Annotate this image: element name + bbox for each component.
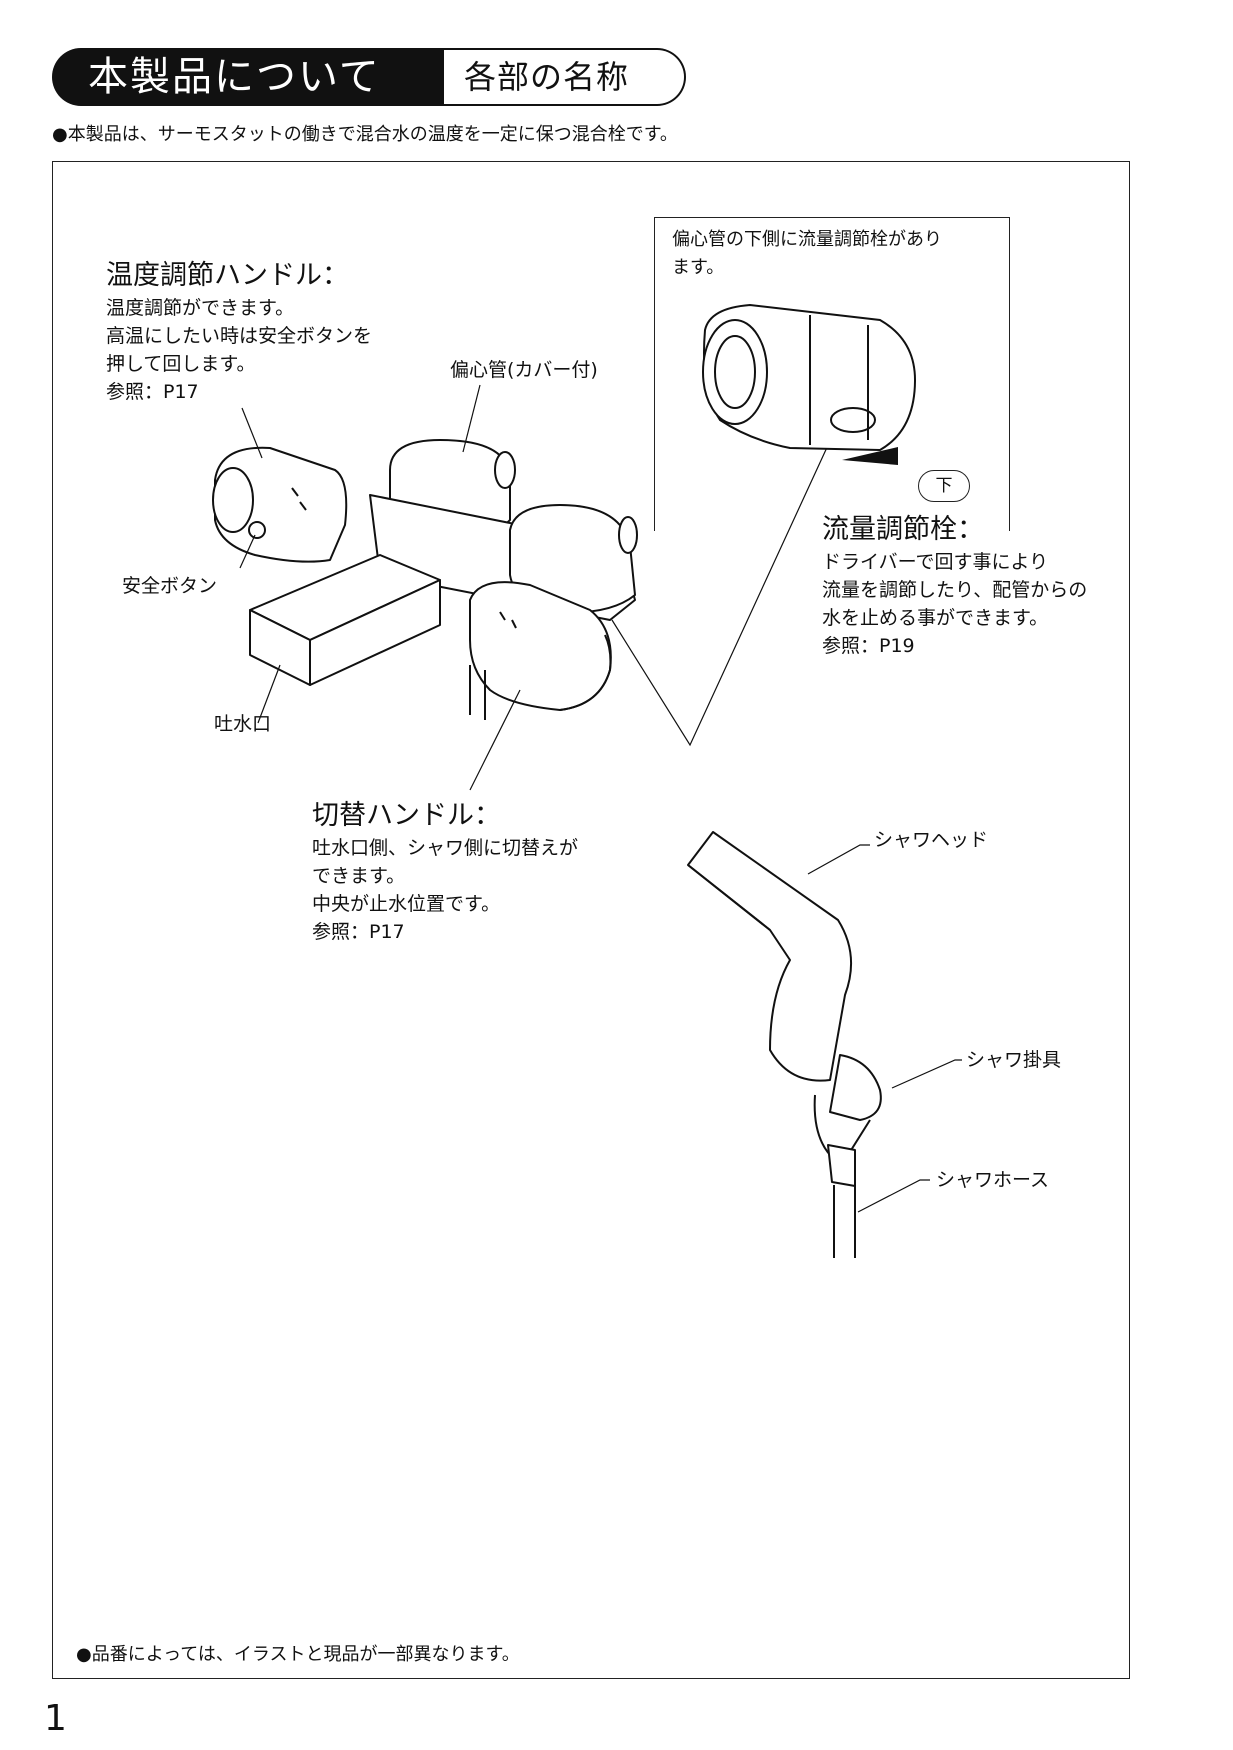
flow-valve-closeup — [702, 303, 917, 452]
down-badge: 下 — [918, 470, 970, 502]
temperature-handle — [212, 446, 348, 563]
flow-valve-label: 流量調節栓： ドライバーで回す事により 流量を調節したり、配管からの 水を止める… — [822, 514, 1088, 657]
shower-holder-label: シャワ掛具 — [966, 1049, 1062, 1071]
flow-valve-inset — [654, 217, 1010, 531]
switch-handle — [469, 581, 612, 711]
eccentric-pipe-label: 偏心管(カバー付) — [450, 359, 598, 381]
spout — [249, 554, 441, 686]
section-subtitle: 各部の名称 — [444, 48, 686, 106]
section-title: 本製品について — [52, 48, 452, 106]
safety-button-label: 安全ボタン — [122, 575, 218, 597]
temperature-handle-label: 温度調節ハンドル： 温度調節ができます。 高温にしたい時は安全ボタンを 押して回… — [106, 260, 373, 403]
shower-assembly — [687, 831, 882, 1258]
inset-note: 偏心管の下側に流量調節栓があり ます。 — [672, 229, 942, 278]
down-arrow-icon — [842, 447, 898, 465]
switch-handle-label: 切替ハンドル： 吐水口側、シャワ側に切替えが できます。 中央が止水位置です。 … — [312, 800, 579, 943]
shower-head-label: シャワヘッド — [874, 829, 989, 851]
spout-label: 吐水口 — [214, 713, 272, 735]
intro-text: ●本製品は、サーモスタットの働きで混合水の温度を一定に保つ混合栓です。 — [52, 124, 678, 145]
shower-hose-label: シャワホース — [936, 1169, 1050, 1191]
diagram-frame — [52, 161, 1130, 1679]
section-header: 本製品について 各部の名称 — [52, 48, 686, 108]
footnote: ●品番によっては、イラストと現品が一部異なります。 — [76, 1644, 520, 1665]
page-number: 1 — [44, 1698, 67, 1739]
